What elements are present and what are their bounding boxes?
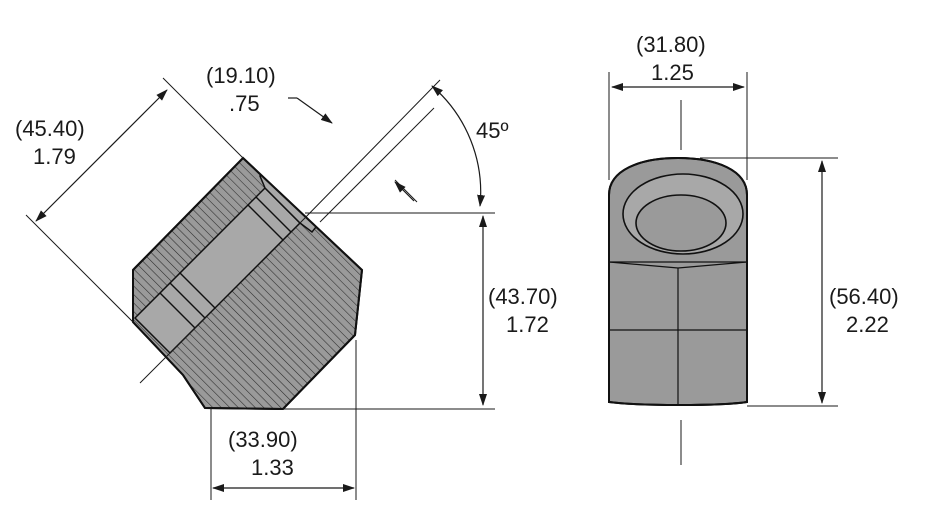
angle-label: 45º: [476, 118, 509, 143]
bore-groove-line-4: [247, 204, 284, 241]
diag-mm-label: (45.40): [15, 116, 85, 141]
dim-line-bore-top: [296, 97, 333, 124]
angle-arc: [431, 85, 486, 207]
bore-groove-line-2: [169, 282, 206, 319]
width-right-in-label: 1.25: [651, 60, 694, 85]
bore-opening-inner: [635, 194, 727, 252]
diag-in-label: 1.79: [33, 144, 76, 169]
bore-groove-line-5: [255, 196, 292, 233]
width-left-in-label: 1.33: [251, 455, 294, 480]
bore-groove-line-3: [179, 272, 216, 309]
height-left-in-label: 1.72: [506, 312, 549, 337]
dim-line-bore: [394, 181, 415, 202]
dim-line-diag: [35, 89, 168, 222]
bore-mm-label: (19.10): [206, 63, 276, 88]
height-left-mm-label: (43.70): [488, 284, 558, 309]
width-left-mm-label: (33.90): [228, 427, 298, 452]
width-right-mm-label: (31.80): [636, 32, 706, 57]
right-body-details: [609, 173, 747, 405]
bore-groove-line-1: [159, 292, 196, 329]
height-right-in-label: 2.22: [846, 312, 889, 337]
left-section-view: (45.40) 1.79 (19.10) .75 45º (43.70) 1.7…: [15, 63, 558, 500]
bore-in-label: .75: [229, 91, 260, 116]
left-body-section: [132, 156, 364, 411]
right-elevation-view: (31.80) 1.25 (56.40) 2.22: [608, 32, 899, 465]
height-right-mm-label: (56.40): [829, 284, 899, 309]
